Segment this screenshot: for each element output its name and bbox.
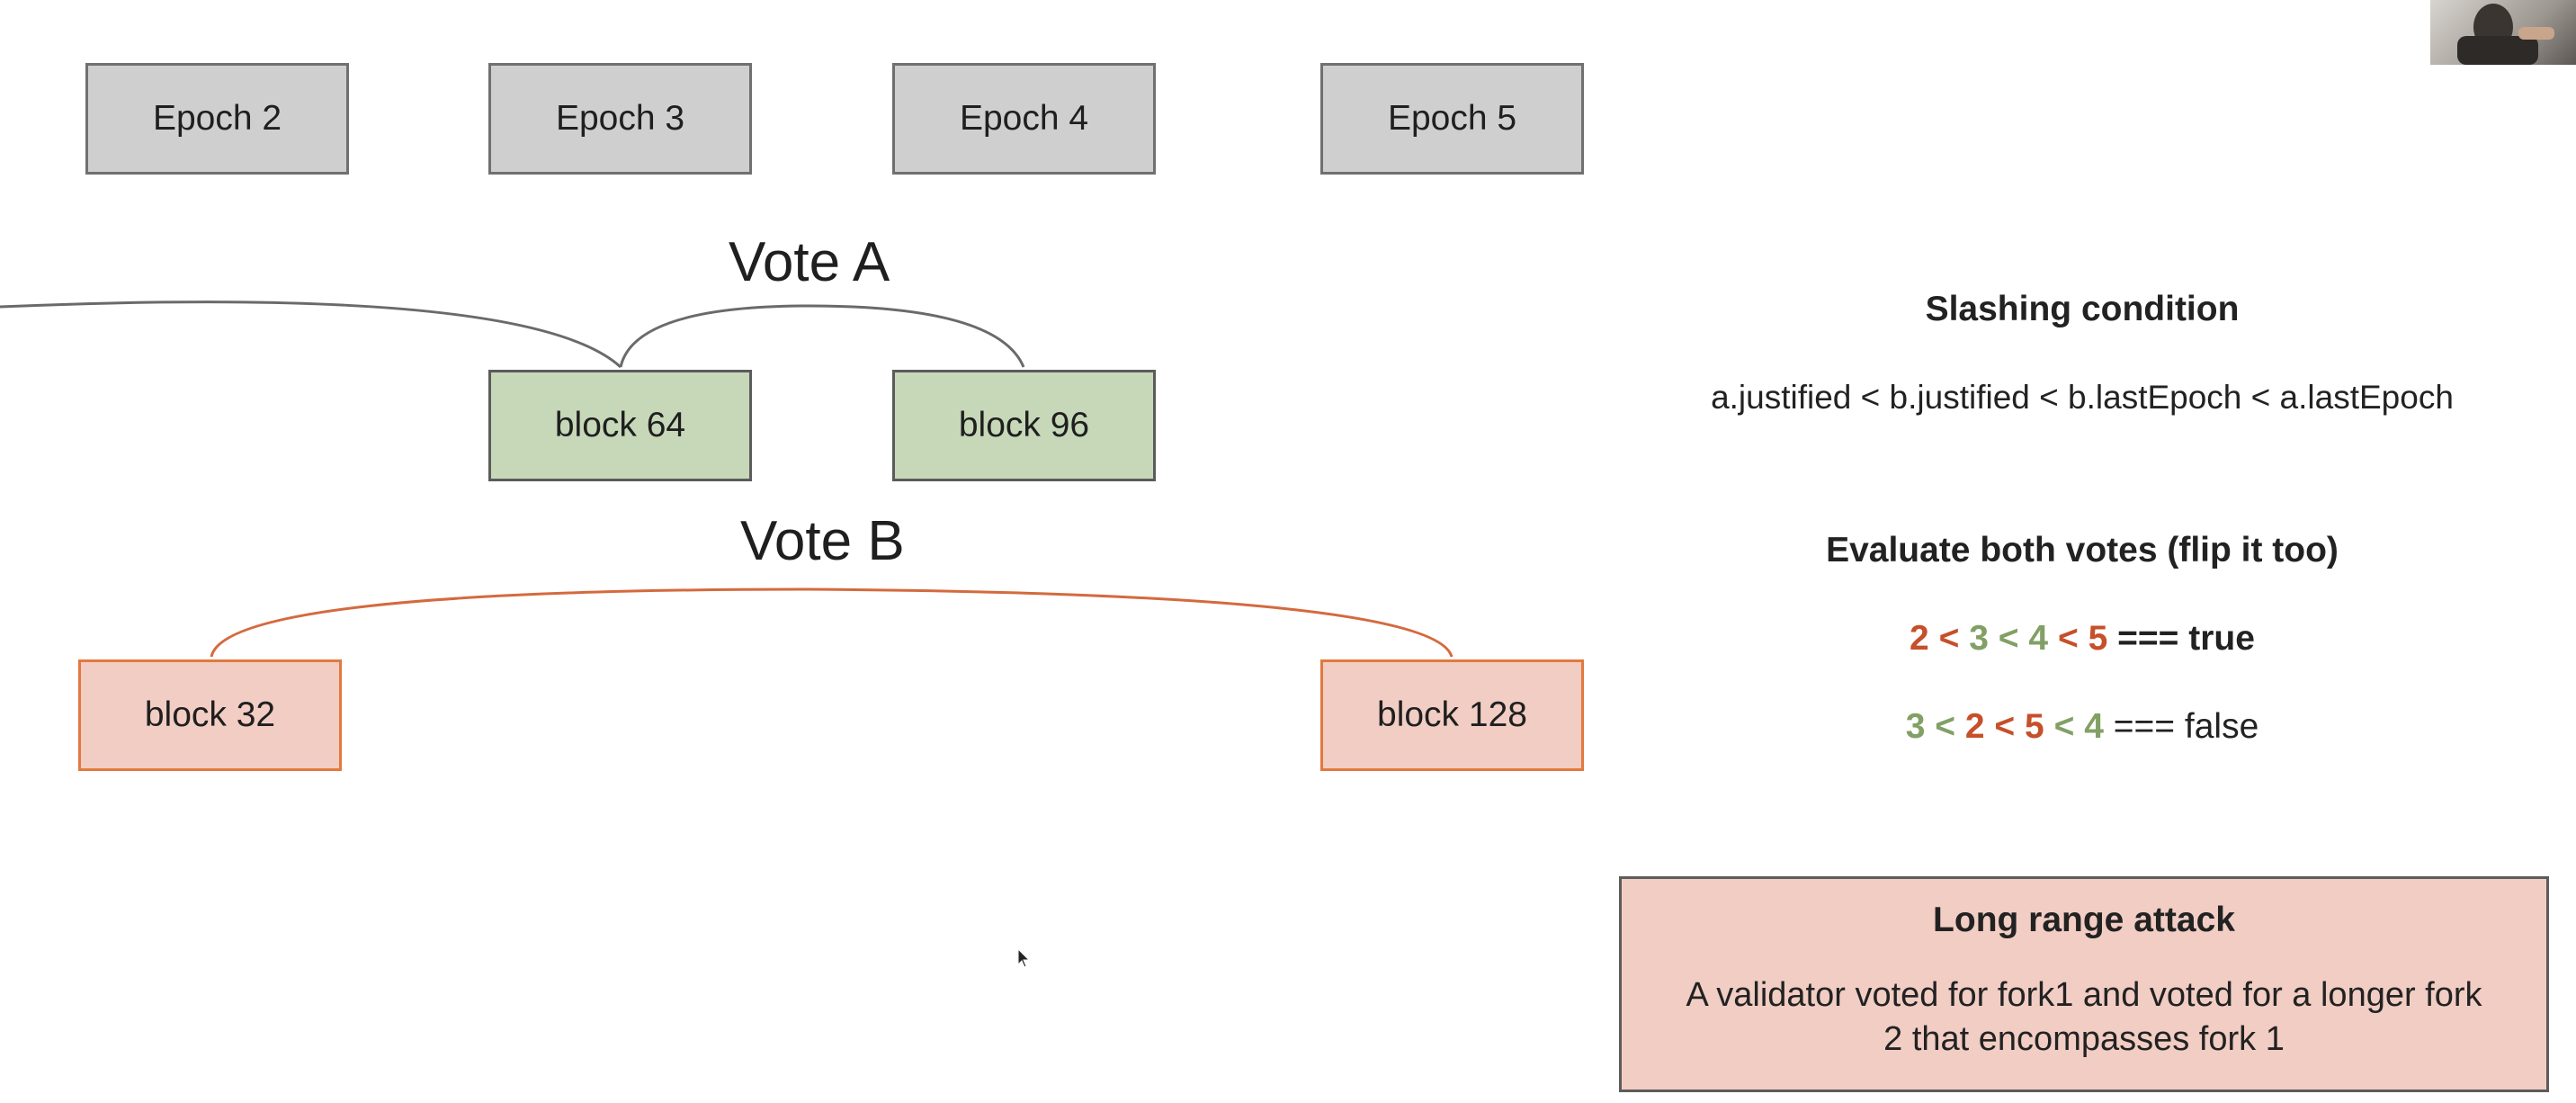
- long-range-attack-line1: A validator voted for fork1 and voted fo…: [1686, 976, 2482, 1014]
- eval1-n1: 2: [1910, 619, 1929, 658]
- epoch-5-box: Epoch 5: [1320, 63, 1584, 175]
- eval1-result: === true: [2117, 619, 2255, 658]
- evaluate-votes-title: Evaluate both votes (flip it too): [1826, 531, 2339, 569]
- eval2-n2: 2: [1964, 707, 1985, 746]
- epoch-5-label: Epoch 5: [1387, 99, 1517, 138]
- eval2-op3: <: [2053, 707, 2075, 746]
- vote-b-block-32: block 32: [78, 659, 342, 771]
- presenter-silhouette-icon: [2457, 4, 2554, 65]
- vote-a-block-64: block 64: [488, 370, 752, 481]
- epoch-3-box: Epoch 3: [488, 63, 752, 175]
- vote-b-title: Vote B: [740, 510, 905, 572]
- evaluation-true: 2 < 3 < 4 < 5 === true: [1619, 619, 2545, 659]
- epoch-2-box: Epoch 2: [85, 63, 349, 175]
- eval2-op1: <: [1935, 707, 1956, 746]
- vote-a-incoming-arc: [0, 300, 622, 369]
- eval2-op2: <: [1994, 707, 2016, 746]
- epoch-4-label: Epoch 4: [959, 99, 1089, 138]
- long-range-attack-box: Long range attack A validator voted for …: [1619, 876, 2549, 1092]
- slashing-condition-title: Slashing condition: [1925, 290, 2240, 328]
- eval1-op1: <: [1938, 619, 1960, 658]
- presenter-webcam-thumbnail: [2430, 0, 2576, 65]
- vote-a-block-96: block 96: [892, 370, 1156, 481]
- epoch-4-box: Epoch 4: [892, 63, 1156, 175]
- block-128-label: block 128: [1377, 695, 1527, 734]
- epoch-2-label: Epoch 2: [152, 99, 282, 138]
- eval1-n4: 5: [2088, 619, 2108, 658]
- block-32-label: block 32: [144, 695, 276, 734]
- vote-a-title: Vote A: [729, 231, 890, 293]
- eval2-n3: 5: [2025, 707, 2044, 746]
- block-64-label: block 64: [554, 406, 686, 444]
- evaluation-false: 3 < 2 < 5 < 4 === false: [1619, 707, 2545, 747]
- eval1-op3: <: [2057, 619, 2079, 658]
- vote-b-arc: [210, 587, 1453, 658]
- long-range-attack-title: Long range attack: [1933, 901, 2235, 939]
- block-96-label: block 96: [958, 406, 1090, 444]
- eval2-n1: 3: [1905, 707, 1926, 746]
- mouse-cursor-icon: [1017, 948, 1030, 968]
- long-range-attack-line2: 2 that encompasses fork 1: [1883, 1020, 2285, 1058]
- eval1-n3: 4: [2028, 619, 2049, 658]
- epoch-3-label: Epoch 3: [555, 99, 685, 138]
- eval1-n2: 3: [1969, 619, 1989, 658]
- eval2-n4: 4: [2084, 707, 2104, 746]
- eval1-op2: <: [1998, 619, 2019, 658]
- eval2-result: === false: [2113, 707, 2259, 746]
- vote-a-arc: [619, 304, 1025, 368]
- vote-b-block-128: block 128: [1320, 659, 1584, 771]
- slashing-condition-formula: a.justified < b.justified < b.lastEpoch …: [1711, 379, 2454, 416]
